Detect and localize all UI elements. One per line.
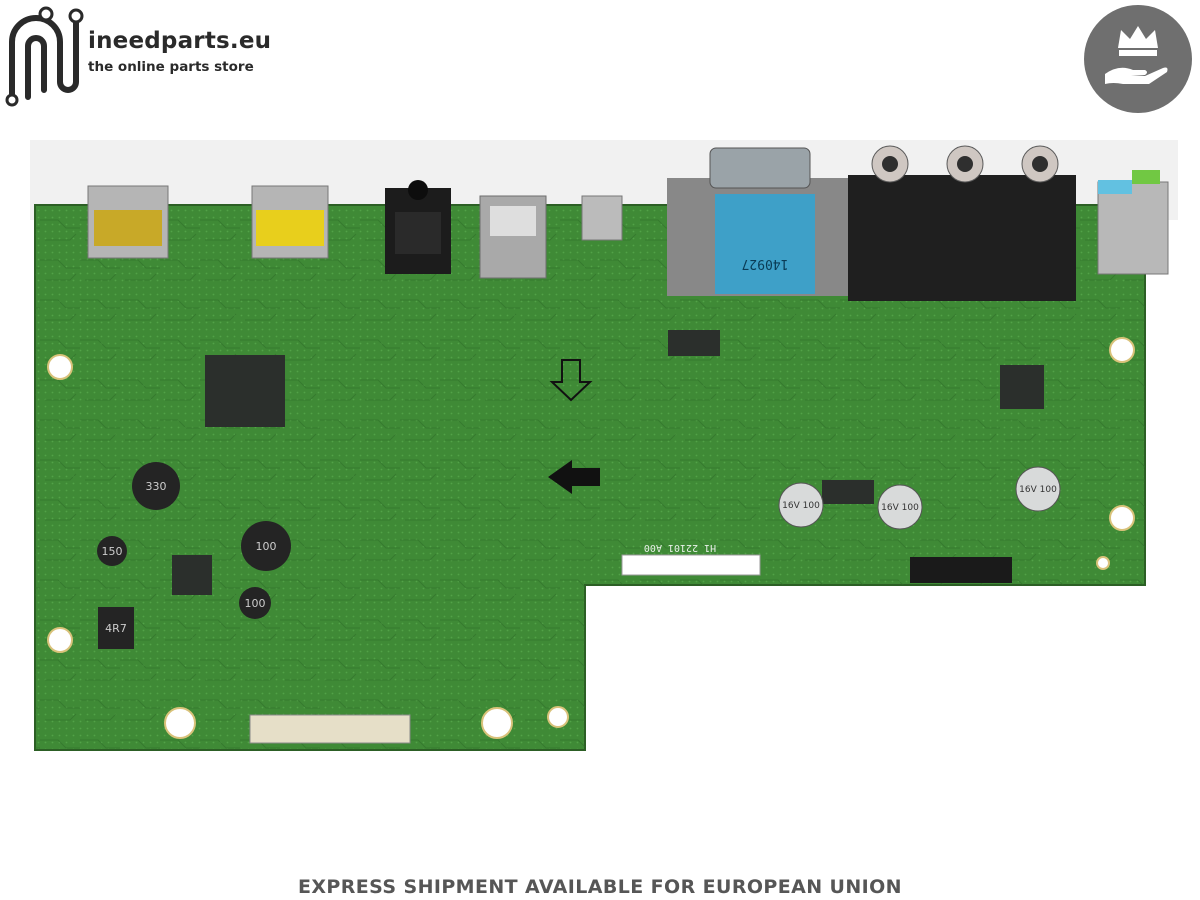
svg-text:16V 100: 16V 100 xyxy=(782,501,820,511)
svg-text:150: 150 xyxy=(102,545,123,558)
svg-text:H1 22101 A00: H1 22101 A00 xyxy=(644,542,716,553)
svg-text:16V 100: 16V 100 xyxy=(1019,485,1057,495)
svg-text:4R7: 4R7 xyxy=(105,622,127,635)
crown-hand-icon xyxy=(1084,5,1192,113)
brand-logo-icon xyxy=(5,6,84,107)
svg-text:140927: 140927 xyxy=(742,256,789,271)
circuit-board-image: 140927 330 100 100 150 4R7 16V 100 16V 1… xyxy=(30,140,1178,751)
svg-text:100: 100 xyxy=(245,597,266,610)
svg-text:16V 100: 16V 100 xyxy=(881,503,919,513)
brand-tagline: the online parts store xyxy=(88,59,254,75)
brand-logo[interactable]: ineedparts.eu the online parts store xyxy=(0,0,300,115)
brand-name: ineedparts.eu xyxy=(88,28,272,54)
svg-text:330: 330 xyxy=(146,480,167,493)
shipping-notice: EXPRESS SHIPMENT AVAILABLE FOR EUROPEAN … xyxy=(298,876,902,898)
svg-text:100: 100 xyxy=(256,540,277,553)
